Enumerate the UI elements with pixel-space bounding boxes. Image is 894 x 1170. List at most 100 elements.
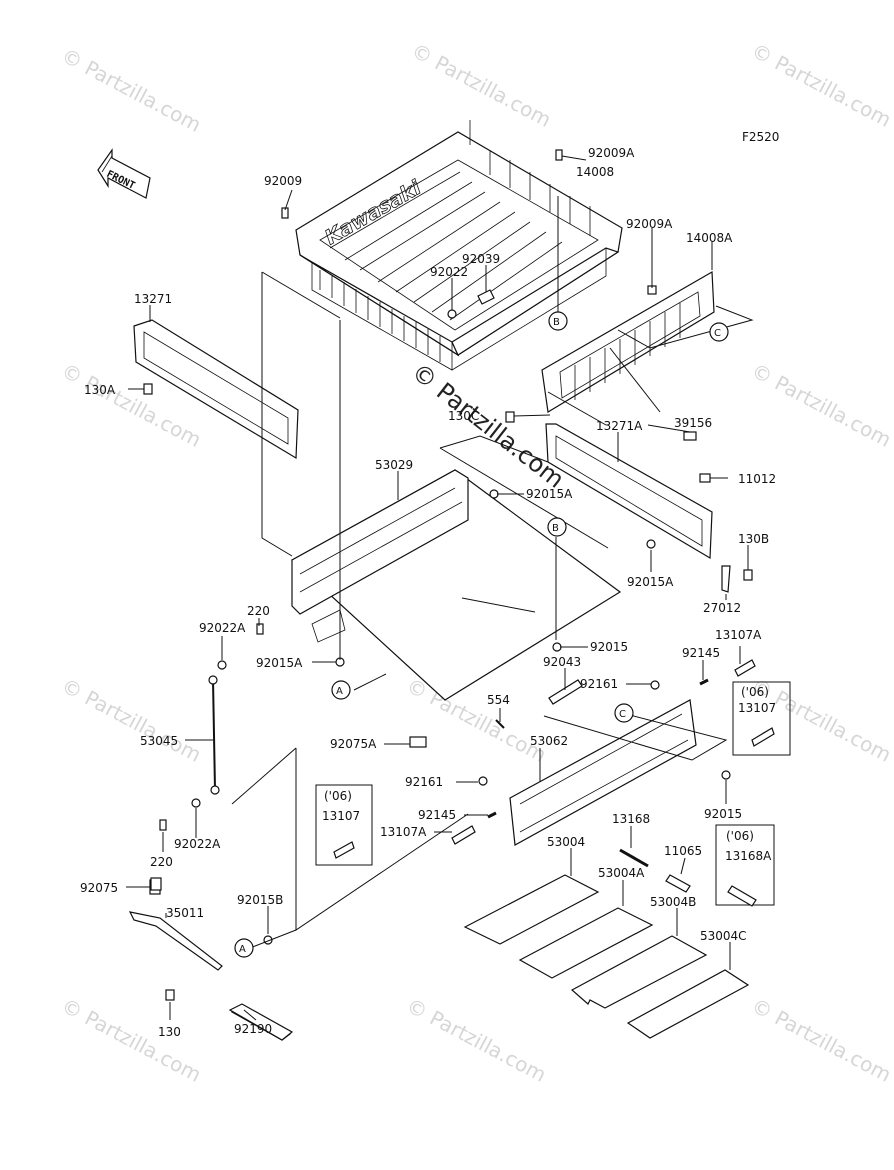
part-label: 130 <box>158 1025 181 1039</box>
part-label: 220 <box>247 604 270 618</box>
watermark: © Partzilla.com <box>58 993 206 1087</box>
part-label: 53004A <box>598 866 645 880</box>
bolt-130a <box>143 383 153 395</box>
part-label: 92015 <box>704 807 742 821</box>
part-label: 13107 <box>738 701 776 715</box>
part-label: 92161 <box>580 677 618 691</box>
cargo-bed-box: Kawasaki <box>295 120 623 371</box>
nut-92015 <box>552 642 562 652</box>
part-label: 92022 <box>430 265 468 279</box>
year-note: ('06) <box>741 685 769 699</box>
bracket-27012 <box>721 565 731 593</box>
part-label: 13168A <box>725 849 772 863</box>
callout-a <box>234 938 254 958</box>
side-rail-left <box>133 319 299 460</box>
part-label: 554 <box>487 693 510 707</box>
part-label: 92075A <box>330 737 377 751</box>
part-label: 53062 <box>530 734 568 748</box>
part-label: 13107A <box>380 825 427 839</box>
year-note: ('06) <box>726 829 754 843</box>
callout-c <box>614 703 634 723</box>
watermark: © Partzilla.com <box>403 993 551 1087</box>
svg-text:A: A <box>239 944 246 955</box>
part-label: 35011 <box>166 906 204 920</box>
part-labels: 92009 92009A 14008 92009A 14008A 92039 9… <box>80 146 776 1039</box>
washer-92022a-top <box>217 660 227 670</box>
watermark: © Partzilla.com <box>748 673 894 767</box>
callout-b <box>547 517 567 537</box>
callout-b <box>548 311 568 331</box>
svg-text:C: C <box>714 328 721 339</box>
year-box-left <box>315 784 373 866</box>
bolt-220-bottom <box>159 819 167 831</box>
part-label: 130A <box>84 383 116 397</box>
hardware <box>143 149 756 1041</box>
part-label: 92015A <box>526 487 573 501</box>
part-label: 13271 <box>134 292 172 306</box>
figure-code: F2520 <box>742 130 779 144</box>
svg-text:B: B <box>552 523 559 534</box>
block-92075a <box>409 736 427 748</box>
front-arrow-icon: FRONT <box>97 148 151 199</box>
spring-92145-top <box>699 678 709 686</box>
bolt-92161-top <box>650 680 660 690</box>
watermark: © Partzilla.com <box>748 358 894 452</box>
bolt-220-top <box>256 623 264 635</box>
cap-92075 <box>150 877 162 891</box>
part-label: 14008A <box>686 231 733 245</box>
part-label: 13107 <box>322 809 360 823</box>
part-label: 53004B <box>650 895 696 909</box>
part-label: 53029 <box>375 458 413 472</box>
part-label: 92009 <box>264 174 302 188</box>
part-label: 92145 <box>418 808 456 822</box>
part-label: 92009A <box>626 217 673 231</box>
side-rail-right <box>545 423 713 560</box>
washer-92022a-bottom <box>191 798 201 808</box>
part-label: 92039 <box>462 252 500 266</box>
part-label: 92022A <box>174 837 221 851</box>
part-label: 92161 <box>405 775 443 789</box>
pin-92190 <box>228 1003 294 1041</box>
screw-554 <box>495 719 505 729</box>
part-label: 13271A <box>596 419 643 433</box>
part-label: 92145 <box>682 646 720 660</box>
year-box-13168a <box>715 824 775 907</box>
part-label: 13107A <box>715 628 762 642</box>
pin-13107a-top <box>734 659 756 677</box>
floor-mats <box>463 874 750 1039</box>
year-box-right <box>732 681 791 756</box>
part-label: 14008 <box>576 165 614 179</box>
watermark: © Partzilla.com <box>58 673 206 767</box>
part-label: 92009A <box>588 146 635 160</box>
part-label: 53045 <box>140 734 178 748</box>
pin-92043 <box>548 679 583 705</box>
bolt-130c <box>505 411 515 423</box>
washer-92022 <box>447 309 457 319</box>
leader-lines <box>126 155 754 1021</box>
part-label: 92015A <box>627 575 674 589</box>
svg-text:C: C <box>619 709 626 720</box>
nut-92015a-right <box>646 539 656 549</box>
part-label: 39156 <box>674 416 712 430</box>
part-label: 92022A <box>199 621 246 635</box>
pin-13107a-mid <box>451 825 476 845</box>
part-label: 130C <box>448 409 479 423</box>
cap-39156 <box>683 431 697 441</box>
watermark: © Partzilla.com <box>58 43 206 137</box>
bolt-130 <box>165 989 175 1001</box>
part-label: 92075 <box>80 881 118 895</box>
spring-92145-mid <box>487 811 497 819</box>
tailgate-frame <box>509 699 697 846</box>
part-label: 11065 <box>664 844 702 858</box>
callouts: B C B A C A <box>234 311 729 958</box>
callout-a <box>331 680 351 700</box>
part-label: 27012 <box>703 601 741 615</box>
svg-text:B: B <box>553 317 560 328</box>
bed-frame <box>290 469 622 701</box>
part-label: 130B <box>738 532 769 546</box>
part-label: 92015 <box>590 640 628 654</box>
part-label: 92015A <box>256 656 303 670</box>
part-label: 92015B <box>237 893 283 907</box>
svg-text:A: A <box>336 686 343 697</box>
part-label: 13168 <box>612 812 650 826</box>
